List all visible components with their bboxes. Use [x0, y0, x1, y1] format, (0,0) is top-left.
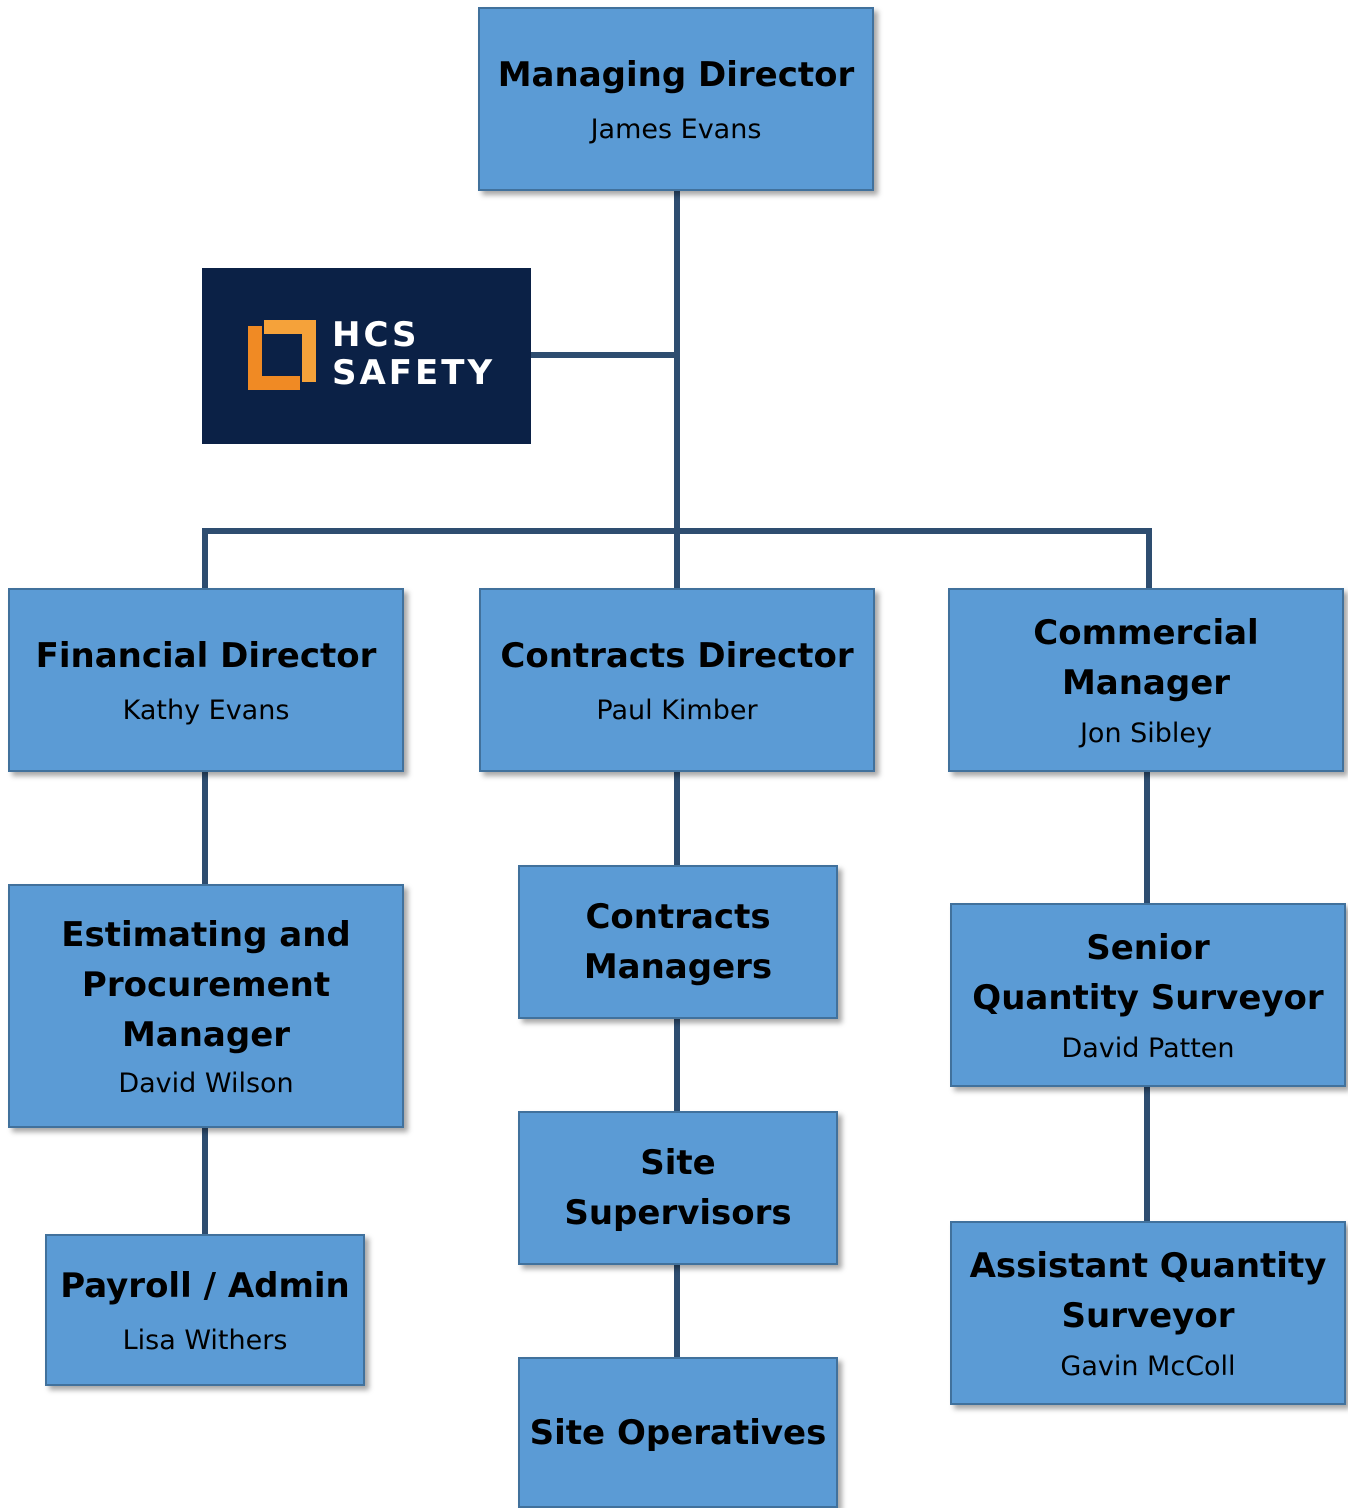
- person-name: David Wilson: [118, 1068, 294, 1099]
- contracts-managers-box: Contracts Managers: [518, 865, 838, 1019]
- connector-estimating-payroll: [202, 1126, 208, 1236]
- site-operatives-box: Site Operatives: [518, 1357, 838, 1508]
- role-title-line-1: Site: [640, 1143, 716, 1183]
- managing-director-box: Managing Director James Evans: [478, 7, 874, 191]
- financial-director-box: Financial Director Kathy Evans: [8, 588, 404, 772]
- logo-line-1: HCS: [332, 315, 420, 355]
- role-title-line-3: Manager: [121, 1015, 291, 1055]
- person-name: Gavin McColl: [1060, 1351, 1236, 1382]
- connector-logo: [530, 352, 678, 358]
- logo-line-2: SAFETY: [332, 353, 496, 393]
- role-title-line-1: Senior: [1086, 928, 1210, 968]
- company-logo: [202, 268, 531, 444]
- connector-financial-estimating: [202, 770, 208, 888]
- contracts-director-box: Contracts Director Paul Kimber: [479, 588, 875, 772]
- connector-managers-supervisors: [674, 1016, 680, 1114]
- role-title: Managing Director: [497, 55, 855, 95]
- role-title-line-1: Assistant Quantity: [969, 1246, 1327, 1286]
- person-name: David Patten: [1061, 1033, 1235, 1064]
- logo-mark-icon: [248, 320, 316, 390]
- senior-qs-box: Senior Quantity Surveyor David Patten: [950, 903, 1346, 1087]
- role-title-line-2: Manager: [1061, 663, 1231, 703]
- role-title-line-2: Managers: [583, 947, 773, 987]
- connector-contracts-managers: [674, 770, 680, 868]
- role-title: Site Operatives: [529, 1412, 827, 1453]
- role-title-line-2: Surveyor: [1061, 1296, 1235, 1336]
- connector-commercial-senior: [1144, 770, 1150, 906]
- connector-financial: [202, 528, 208, 590]
- connector-senior-assistant: [1144, 1084, 1150, 1224]
- connector-md-trunk: [674, 188, 680, 590]
- role-title-line-2: Quantity Surveyor: [972, 978, 1324, 1018]
- assistant-qs-box: Assistant Quantity Surveyor Gavin McColl: [950, 1221, 1346, 1405]
- person-name: Kathy Evans: [122, 695, 290, 726]
- connector-director-bar: [202, 528, 1152, 534]
- site-supervisors-box: Site Supervisors: [518, 1111, 838, 1265]
- payroll-admin-box: Payroll / Admin Lisa Withers: [45, 1234, 365, 1386]
- role-title: Financial Director: [35, 636, 377, 676]
- role-title-line-2: Supervisors: [564, 1193, 792, 1233]
- role-title-line-2: Procurement: [81, 965, 331, 1005]
- connector-commercial: [1146, 528, 1152, 590]
- role-title-line-1: Contracts: [585, 897, 771, 937]
- role-title: Contracts Director: [500, 636, 854, 676]
- person-name: Lisa Withers: [122, 1325, 288, 1356]
- person-name: Jon Sibley: [1079, 718, 1213, 749]
- commercial-manager-box: Commercial Manager Jon Sibley: [948, 588, 1344, 772]
- person-name: Paul Kimber: [596, 695, 758, 726]
- logo-wordmark: HCS SAFETY: [332, 316, 495, 392]
- role-title-line-1: Estimating and: [61, 915, 351, 955]
- person-name: James Evans: [590, 114, 762, 145]
- estimating-manager-box: Estimating and Procurement Manager David…: [8, 884, 404, 1128]
- role-title: Payroll / Admin: [60, 1266, 350, 1306]
- connector-supervisors-operatives: [674, 1262, 680, 1360]
- role-title-line-1: Commercial: [1033, 613, 1259, 653]
